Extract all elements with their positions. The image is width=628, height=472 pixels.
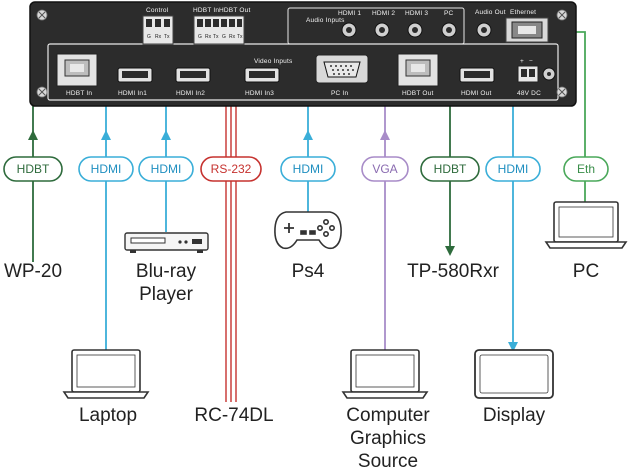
hdbt-in-top-label: HDBT In	[193, 7, 219, 14]
label-computer-1: Computer	[346, 405, 430, 426]
badge-hdbt-right-text: HDBT	[434, 162, 467, 176]
audio-hdmi1-label: HDMI 1	[338, 10, 361, 17]
label-bluray-1: Blu-ray	[136, 261, 197, 282]
laptop-icon	[62, 349, 150, 399]
label-computer-3: Source	[358, 451, 418, 472]
arrow-hdmi-display	[508, 342, 518, 352]
arrow-vga	[380, 130, 390, 140]
arrow-hdbt-wp20	[28, 130, 38, 140]
audio-hdmi3-label: HDMI 3	[405, 10, 428, 17]
badge-rs232	[200, 156, 262, 182]
badge-hdmi-ps4-text: HDMI	[293, 162, 324, 176]
audio-pc-label: PC	[444, 10, 454, 17]
label-bluray-2: Player	[139, 284, 194, 305]
bluray-player-icon	[124, 232, 209, 253]
power-label: 48V DC	[517, 90, 541, 97]
arrow-hdmi-ps4	[303, 130, 313, 140]
hdbt-out-top-label: HDBT Out	[219, 7, 250, 14]
badge-hdbt-left-text: HDBT	[17, 162, 50, 176]
display-icon	[474, 349, 554, 399]
pc-laptop-icon	[544, 201, 628, 249]
badge-hdbt-right	[420, 156, 480, 182]
badge-vga-text: VGA	[372, 162, 397, 176]
panel-body	[29, 1, 577, 107]
badge-hdmi-bluray-text: HDMI	[151, 162, 182, 176]
badge-vga	[361, 156, 409, 182]
badge-hdmi-ps4	[280, 156, 336, 182]
badge-hdmi-display-text: HDMI	[498, 162, 529, 176]
badge-hdbt-left	[3, 156, 63, 182]
cable-hdmi-display	[477, 86, 514, 350]
hdmi-out-label: HDMI Out	[461, 90, 492, 97]
control-pin-tx: Tx	[164, 34, 170, 40]
label-computer-2: Graphics	[350, 428, 426, 449]
label-wp20: WP-20	[4, 261, 62, 282]
arrow-hdbt-tp580	[445, 246, 455, 256]
control-label: Control	[146, 7, 169, 14]
label-ps4: Ps4	[292, 261, 325, 282]
device-labels: WP-20 Blu-ray Player Ps4 TP-580Rxr PC La…	[4, 261, 599, 472]
power-minus-label: −	[529, 58, 533, 65]
arrow-hdmi-bluray	[161, 130, 171, 140]
hdbt-pin-rx-2: Rx	[229, 34, 236, 40]
vga-port-icon	[323, 61, 361, 78]
badge-hdmi-bluray	[138, 156, 194, 182]
control-pin-g: G	[147, 34, 151, 40]
hdbt-pin-g-1: G	[198, 34, 202, 40]
badge-hdmi-display	[485, 156, 541, 182]
badges: HDBT HDMI HDMI RS-232 HDMI VGA HDBT HDMI…	[3, 156, 609, 182]
hdmi-in2-label: HDMI In2	[176, 90, 205, 97]
hdbt-out-label: HDBT Out	[402, 90, 433, 97]
audio-inputs-frame	[287, 7, 465, 45]
hdbt-out-port	[397, 53, 439, 87]
ethernet-label: Ethernet	[510, 9, 536, 16]
label-tp580: TP-580Rxr	[407, 261, 500, 282]
gamepad-icon	[274, 211, 342, 250]
pc-in-label: PC In	[331, 90, 348, 97]
label-display: Display	[483, 405, 546, 426]
hdbt-pin-g-2: G	[222, 34, 226, 40]
hdbt-pin-tx-1: Tx	[213, 34, 219, 40]
computer-laptop-icon	[341, 349, 429, 399]
badge-rs232-text: RS-232	[211, 162, 252, 176]
label-laptop: Laptop	[79, 405, 137, 426]
audio-inputs-label: Audio Inputs	[306, 17, 345, 24]
hdbt-pin-tx-2: Tx	[237, 34, 243, 40]
cable-hdmi-laptop	[105, 86, 136, 350]
audio-out-label: Audio Out	[475, 9, 506, 16]
hdmi-in1-label: HDMI In1	[118, 90, 147, 97]
power-plus-label: +	[520, 58, 524, 65]
device-panel: G Rx Tx Control G Rx Tx G Rx Tx HDBT In …	[29, 1, 577, 107]
badge-eth	[563, 156, 609, 182]
badge-eth-text: Eth	[577, 162, 595, 176]
audio-hdmi2-label: HDMI 2	[372, 10, 395, 17]
label-rc74dl: RC-74DL	[194, 405, 273, 426]
badge-hdmi-laptop	[78, 156, 134, 182]
badge-hdmi-laptop-text: HDMI	[91, 162, 122, 176]
control-pin-rx: Rx	[155, 34, 162, 40]
arrow-hdmi-laptop	[101, 130, 111, 140]
video-inputs-label: Video Inputs	[254, 58, 293, 65]
hdbt-in-label: HDBT In	[66, 90, 92, 97]
label-pc: PC	[573, 261, 599, 282]
hdbt-pin-rx-1: Rx	[205, 34, 212, 40]
hdmi-in3-label: HDMI In3	[245, 90, 274, 97]
